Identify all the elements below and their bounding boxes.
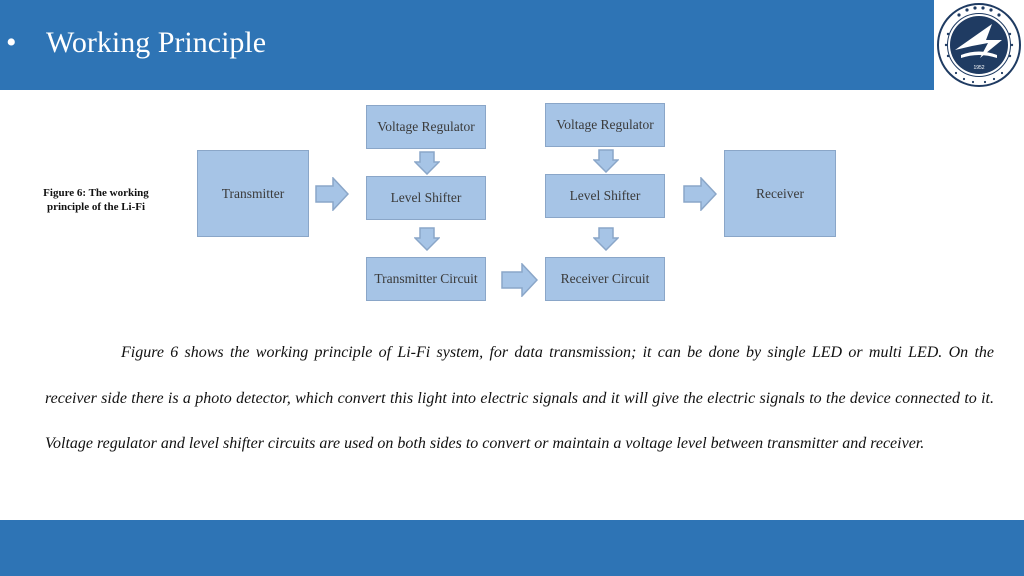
arrow-right-transmitter: [315, 177, 349, 211]
voltage-regulator-rx-block: Voltage Regulator: [545, 103, 665, 147]
university-seal-icon: 1952: [937, 3, 1021, 87]
body-paragraph: Figure 6 shows the working principle of …: [45, 344, 994, 452]
transmitter-block: Transmitter: [197, 150, 309, 237]
arrow-down-level-shifter-rx: [593, 227, 619, 251]
arrow-right-receiver: [683, 177, 717, 211]
footer-band: [0, 520, 1024, 576]
transmitter-circuit-block: Transmitter Circuit: [366, 257, 486, 301]
arrow-down-regulator-tx: [414, 151, 440, 175]
logo-year: 1952: [973, 65, 984, 71]
university-logo: 1952: [934, 0, 1024, 90]
figure-caption: Figure 6: The working principle of the L…: [43, 187, 149, 213]
arrow-down-regulator-rx: [593, 149, 619, 173]
voltage-regulator-tx-block: Voltage Regulator: [366, 105, 486, 149]
arrow-down-level-shifter-tx: [414, 227, 440, 251]
receiver-block: Receiver: [724, 150, 836, 237]
header-band: [0, 0, 934, 90]
receiver-circuit-block: Receiver Circuit: [545, 257, 665, 301]
slide-title-text: Working Principle: [46, 26, 267, 59]
level-shifter-tx-block: Level Shifter: [366, 176, 486, 220]
title-bullet: •: [6, 26, 17, 59]
slide-title: • Working Principle: [6, 26, 266, 60]
level-shifter-rx-block: Level Shifter: [545, 174, 665, 218]
arrow-right-circuit: [501, 263, 538, 297]
